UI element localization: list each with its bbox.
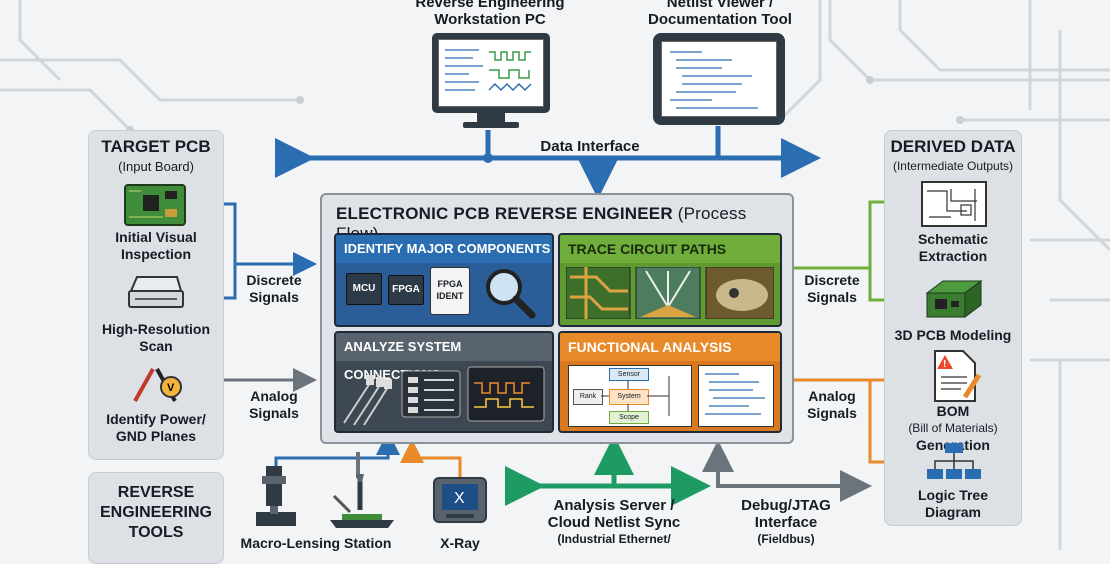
derived-data-panel: DERIVED DATA (Intermediate Outputs) Sche… [884, 130, 1022, 526]
schematic-icon [921, 181, 987, 227]
code-lines-icon [670, 51, 758, 109]
scanner-icon [128, 276, 184, 308]
svg-text:V: V [167, 382, 175, 394]
block-diagram-links [601, 376, 670, 416]
process-flow-box: ELECTRONIC PCB REVERSE ENGINEER (Process… [320, 193, 794, 444]
trace-paths-panel: TRACE CIRCUIT PATHS [558, 233, 782, 327]
analysis-server-label: Analysis Server /Cloud Netlist Sync(Indu… [547, 497, 681, 546]
data-interface-label: Data Interface [540, 138, 640, 155]
trace-photos-icon [566, 267, 774, 319]
netlist-label: Netlist Viewer /Documentation Tool [648, 0, 792, 28]
svg-text:X: X [454, 490, 465, 507]
logic-tree-icon [927, 443, 981, 479]
functional-analysis-panel: FUNCTIONAL ANALYSIS Sensor System Scope … [558, 331, 782, 433]
identify-components-title: IDENTIFY MAJOR COMPONENTS [336, 235, 552, 263]
block-system: System [609, 389, 649, 405]
pcb-board-icon [124, 184, 186, 226]
system-connections-title: ANALYZE SYSTEM CONNECTIONS [336, 333, 552, 382]
trace-paths-title: TRACE CIRCUIT PATHS [560, 235, 780, 263]
code-lines-icon [705, 373, 765, 415]
functional-analysis-title: FUNCTIONAL ANALYSIS [560, 333, 780, 361]
mcu-chip-icon: MCU [346, 273, 382, 305]
macro-station-label: Macro-Lensing Station [240, 535, 392, 551]
xray-label: X-Ray [440, 535, 480, 551]
pcb-3d-label: 3D PCB Modeling [894, 327, 1012, 343]
target-pcb-title: TARGET PCB [101, 137, 211, 156]
block-sensor: Sensor [609, 368, 649, 381]
fpga-chip-icon: FPGA [388, 275, 424, 305]
derived-data-subtitle: (Intermediate Outputs) [892, 159, 1014, 173]
multimeter-probe-icon: V [133, 368, 182, 402]
block-rank: Rank [573, 389, 603, 405]
connector-arrows [200, 126, 919, 506]
system-connections-panel: ANALYZE SYSTEM CONNECTIONS [334, 331, 554, 433]
monitor-base [463, 122, 519, 128]
block-diagram: Sensor System Scope Rank [568, 365, 692, 427]
waveform-icon [445, 49, 532, 92]
xray-machine-icon: X [433, 477, 487, 523]
pcb-3d-icon [925, 280, 983, 318]
soldering-station-icon [330, 474, 394, 528]
microscope-icon [256, 466, 296, 526]
workstation-monitor [432, 33, 550, 113]
background-traces [0, 0, 1110, 550]
power-gnd-label: Identify Power/GND Planes [106, 411, 206, 444]
monitor-stand [477, 113, 505, 123]
svg-text:!: ! [943, 359, 946, 370]
block-scope: Scope [609, 411, 649, 424]
code-listing [698, 365, 774, 427]
bom-document-icon: ! [934, 350, 982, 402]
logic-analyzer-icon [343, 366, 545, 426]
target-pcb-subtitle: (Input Board) [118, 159, 194, 174]
derived-data-title: DERIVED DATA [890, 137, 1016, 156]
tablet-device [653, 33, 785, 125]
magnifier-icon [486, 269, 536, 319]
